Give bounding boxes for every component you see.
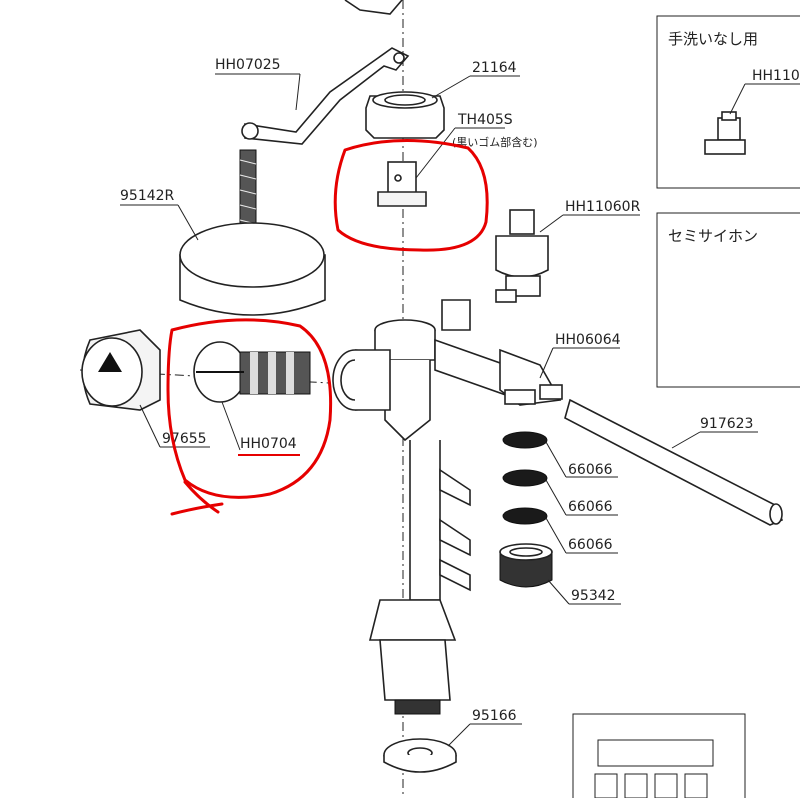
label-p66066-c: 66066 [568, 537, 613, 553]
label-hh07025: HH07025 [215, 57, 281, 73]
label-p97655: 97655 [162, 431, 207, 447]
label-p95166: 95166 [472, 708, 517, 724]
side-inlet [332, 349, 391, 411]
p97655-cap [81, 329, 161, 411]
p917623-tube [564, 398, 784, 526]
box-semi-siphon [656, 212, 800, 388]
p66066-washer-c [502, 507, 548, 525]
label-hh06064: HH06064 [555, 332, 621, 348]
box-hand-wash-none [656, 15, 800, 189]
label-p21164: 21164 [472, 60, 517, 76]
label-hh0704: HH0704 [240, 436, 297, 452]
hh06064-part [499, 348, 563, 406]
highlight-circle-th405s [333, 139, 489, 252]
bottom-right-screen [597, 739, 714, 767]
th405s-part [377, 161, 427, 207]
label-p95342: 95342 [571, 588, 616, 604]
main-valve-body [368, 299, 521, 715]
p95342-nut [499, 543, 553, 588]
label-hh11060r: HH11060R [565, 199, 641, 215]
label-p95142r: 95142R [120, 188, 175, 204]
hh07025-lever [241, 47, 410, 145]
label-hh110: HH110 [752, 68, 800, 84]
hh0704-cartridge [193, 341, 311, 403]
bottom-right-box [572, 713, 746, 798]
hh11060r-valve [495, 209, 549, 303]
label-th405s-note: (黒いゴム部含む) [452, 135, 538, 149]
box-semi-siphon-title: セミサイホン [668, 227, 758, 245]
top-cutoff-part [344, 0, 403, 15]
label-th405s: TH405S [457, 112, 513, 128]
p66066-washer-a [502, 431, 548, 449]
label-p66066-b: 66066 [568, 499, 613, 515]
p95142r-float [179, 149, 326, 316]
box-hand-wash-none-title: 手洗いなし用 [668, 30, 758, 48]
p95166-washer [383, 738, 457, 773]
label-p917623: 917623 [700, 416, 753, 432]
p66066-washer-b [502, 469, 548, 487]
hh110-part [704, 111, 746, 155]
p21164-nut [365, 91, 445, 139]
highlight-tail-hh0704 [170, 480, 224, 516]
highlight-circle-hh0704 [166, 318, 333, 499]
warning-triangle-icon [98, 352, 122, 372]
label-p66066-a: 66066 [568, 462, 613, 478]
